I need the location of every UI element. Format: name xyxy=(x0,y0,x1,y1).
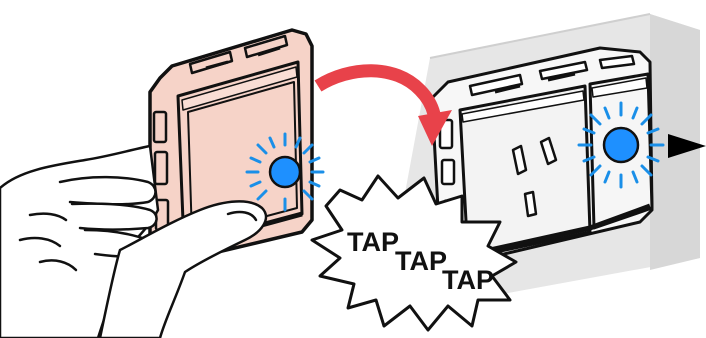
blue-led-icon xyxy=(579,103,663,187)
tap-word-2: TAP xyxy=(395,246,447,276)
tap-word-3: TAP xyxy=(442,265,494,295)
tap-word-1: TAP xyxy=(347,227,399,257)
blue-led-icon xyxy=(247,134,323,210)
